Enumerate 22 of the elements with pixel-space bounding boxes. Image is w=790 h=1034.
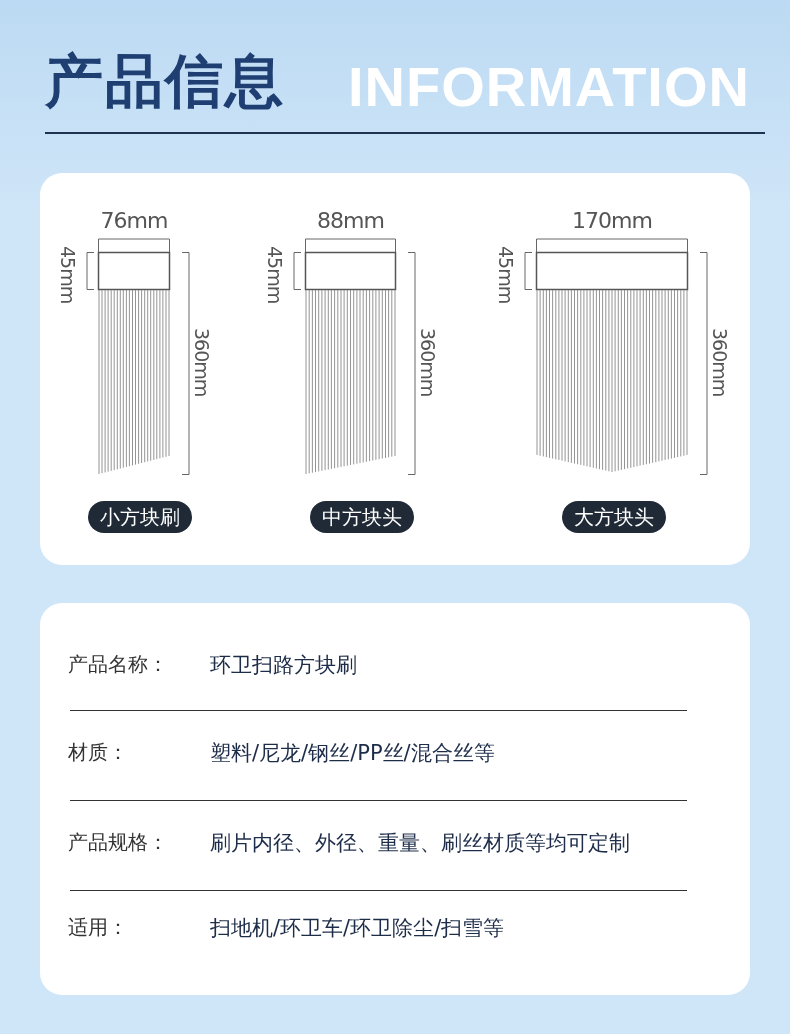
dimension-label: 360mm bbox=[710, 328, 729, 397]
dimension-label: 170mm bbox=[572, 210, 652, 232]
field-value: 刷片内径、外径、重量、刷丝材质等均可定制 bbox=[210, 831, 630, 857]
page-title: 产品信息 bbox=[45, 50, 285, 114]
dimension-label: 45mm bbox=[265, 246, 284, 304]
field-label: 产品规格： bbox=[68, 830, 168, 854]
dimension-label: 360mm bbox=[192, 328, 211, 397]
dimension-label: 360mm bbox=[418, 328, 437, 397]
field-label: 产品名称： bbox=[68, 652, 168, 676]
dimension-label: 88mm bbox=[317, 210, 384, 232]
caption-pill: 大方块头 bbox=[562, 501, 666, 533]
field-value: 扫地机/环卫车/环卫除尘/扫雪等 bbox=[210, 916, 505, 942]
caption-pill: 中方块头 bbox=[310, 501, 414, 533]
heading-word: INFORMATION bbox=[348, 56, 750, 118]
field-value: 塑料/尼龙/钢丝/PP丝/混合丝等 bbox=[210, 741, 495, 767]
field-value: 环卫扫路方块刷 bbox=[210, 653, 357, 679]
field-label: 材质： bbox=[68, 740, 128, 764]
caption-pill: 小方块刷 bbox=[88, 501, 192, 533]
dimension-label: 76mm bbox=[100, 210, 168, 232]
dimension-label: 45mm bbox=[58, 246, 77, 304]
field-label: 适用： bbox=[68, 915, 128, 939]
dimension-label: 45mm bbox=[496, 246, 515, 304]
